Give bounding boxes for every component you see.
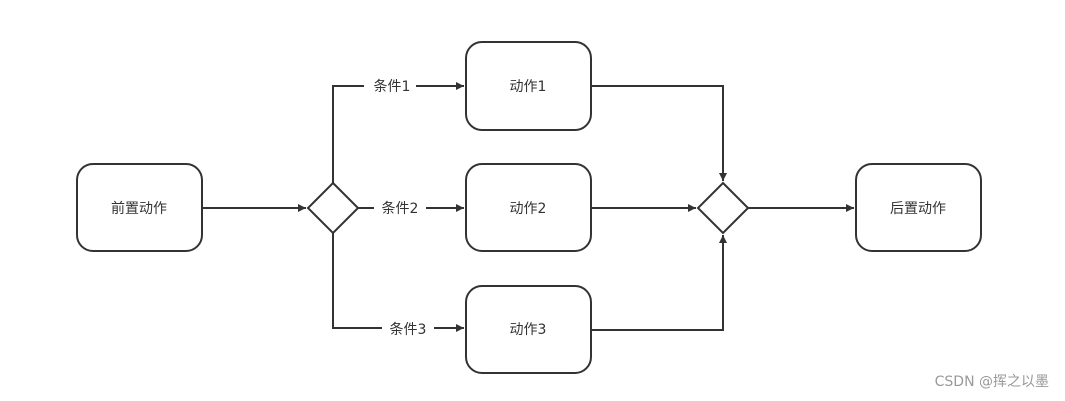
node-action3[interactable]: 动作3	[465, 285, 592, 374]
watermark: CSDN @挥之以墨	[934, 374, 1049, 390]
edge-split-to-action1	[332, 82, 464, 183]
edge-label-condition3: 条件3	[382, 319, 434, 339]
condition1-text: 条件1	[374, 78, 411, 95]
node-action2[interactable]: 动作2	[465, 163, 592, 252]
node-post-action[interactable]: 后置动作	[855, 163, 982, 252]
gateway-join[interactable]	[696, 181, 750, 235]
node-pre-action[interactable]: 前置动作	[76, 163, 203, 252]
edge-split-to-action3	[332, 233, 464, 332]
node-action2-label: 动作2	[510, 201, 547, 217]
edge-label-condition1: 条件1	[364, 76, 416, 96]
node-pre-action-label: 前置动作	[111, 200, 167, 217]
edge-action3-to-join	[592, 235, 727, 331]
gateway-split[interactable]	[306, 181, 360, 235]
edge-action1-to-join	[592, 85, 727, 181]
node-post-action-label: 后置动作	[890, 201, 946, 217]
node-action1[interactable]: 动作1	[465, 41, 592, 131]
node-action3-label: 动作3	[510, 322, 547, 338]
condition3-text: 条件3	[390, 321, 427, 338]
node-action1-label: 动作1	[510, 79, 547, 95]
edge-label-condition2: 条件2	[374, 198, 426, 218]
condition2-text: 条件2	[382, 200, 419, 217]
